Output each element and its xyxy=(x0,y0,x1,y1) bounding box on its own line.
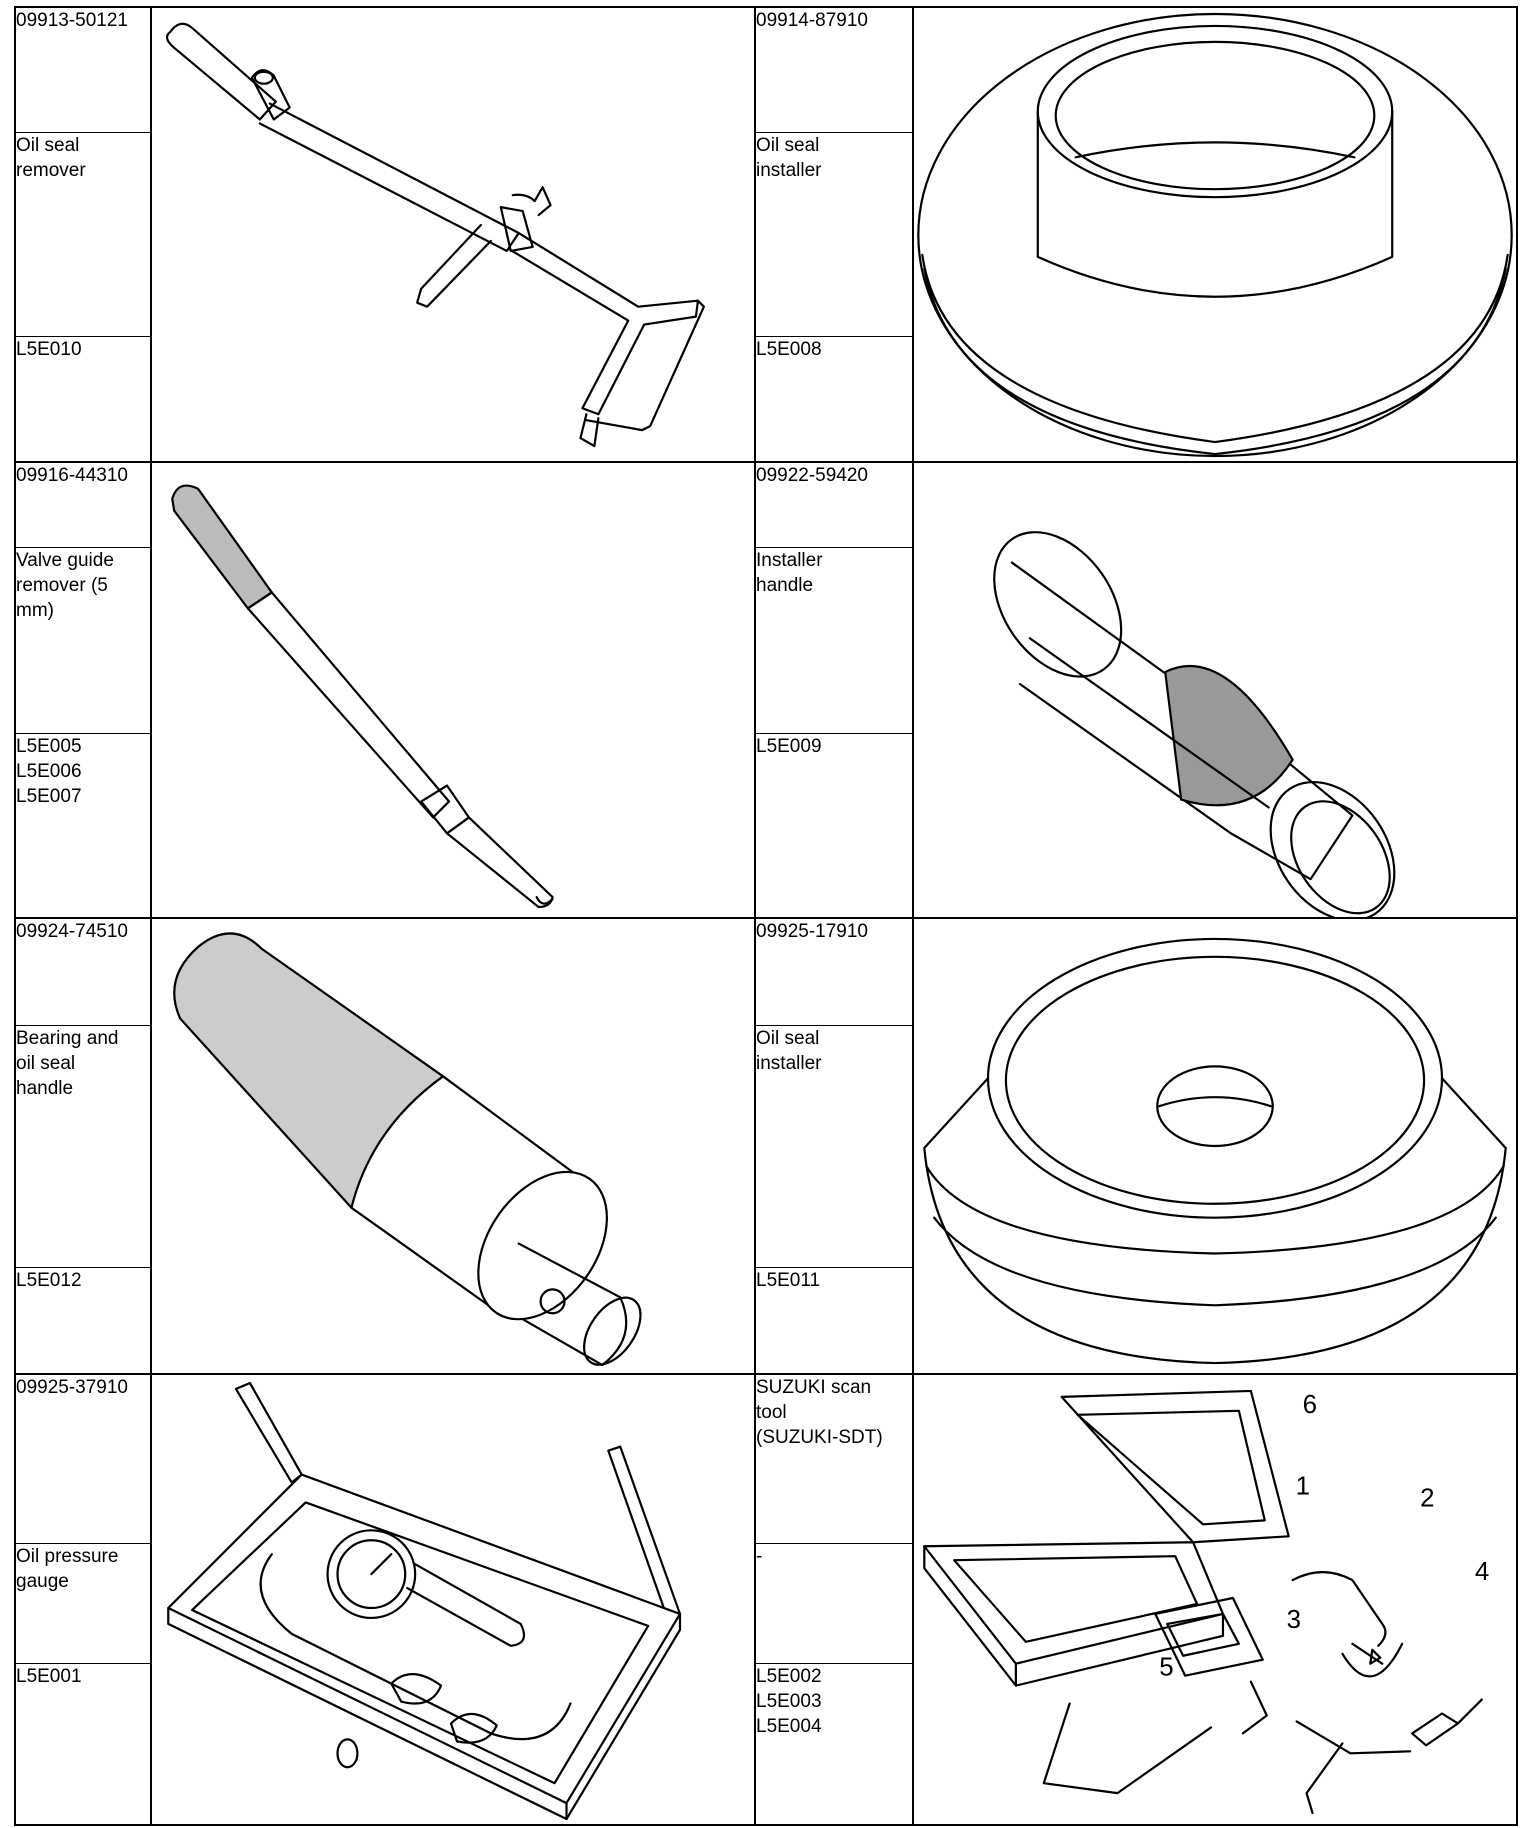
callout-1: 1 xyxy=(1296,1472,1310,1500)
callout-numbers: 6 1 2 4 3 5 xyxy=(1159,1391,1489,1682)
tool-name: - xyxy=(756,1542,912,1663)
callout-6: 6 xyxy=(1303,1391,1317,1419)
callout-3: 3 xyxy=(1287,1606,1301,1634)
callout-4: 4 xyxy=(1475,1558,1489,1586)
part-number: 09916-44310 xyxy=(16,465,128,486)
illustration-refs: L5E010 xyxy=(16,335,150,461)
callout-2: 2 xyxy=(1420,1484,1434,1512)
part-number: 09914-87910 xyxy=(756,10,868,31)
illustration-refs: L5E001 xyxy=(16,1662,150,1824)
bearing-handle-drawing-icon xyxy=(150,917,756,1375)
valve-guide-remover-drawing-icon xyxy=(150,461,756,919)
part-number: 09913-50121 xyxy=(16,10,128,31)
oil-pressure-gauge-drawing-icon xyxy=(150,1373,756,1826)
illustration-refs: L5E012 xyxy=(16,1266,150,1373)
illustration-refs: L5E009 xyxy=(756,732,912,917)
illustration-refs: L5E011 xyxy=(756,1266,912,1373)
installer-handle-drawing-icon xyxy=(912,461,1518,919)
part-number: 09922-59420 xyxy=(756,465,868,486)
callout-5: 5 xyxy=(1159,1654,1173,1682)
oil-seal-remover-drawing-icon xyxy=(150,6,756,463)
scan-tool-kit-drawing-icon: 6 1 2 4 3 5 xyxy=(912,1373,1518,1826)
oil-seal-installer-drawing-icon xyxy=(912,6,1518,463)
part-number: 09924-74510 xyxy=(16,921,128,942)
part-number: 09925-17910 xyxy=(756,921,868,942)
illustration-refs: L5E008 xyxy=(756,335,912,461)
oil-seal-installer-drawing-icon xyxy=(912,917,1518,1375)
part-number: 09925-37910 xyxy=(16,1377,128,1398)
